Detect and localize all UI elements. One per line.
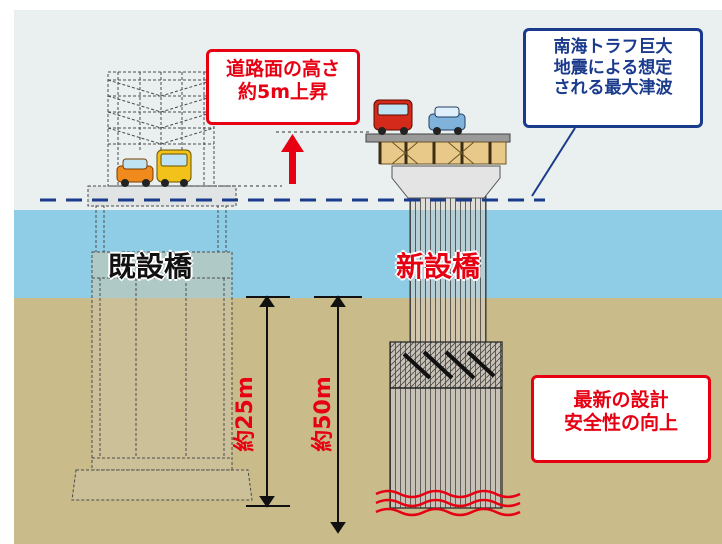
tsunami-line2: 地震による想定 [553,57,673,78]
orange-car-icon [116,158,154,187]
tsunami-line1: 南海トラフ巨大 [553,37,673,57]
design-line2: 安全性の向上 [563,412,678,435]
tsunami-pointer [531,127,576,197]
road-height-callout: 道路面の高さ 約5m上昇 [206,49,360,125]
new-depth-label: 約50m [311,376,336,452]
existing-bridge-label: 既設橋 [108,250,193,283]
existing-depth-label: 約25m [233,376,258,452]
design-line1: 最新の設計 [573,389,669,411]
red-truck-icon [373,99,413,135]
yellow-bus-icon [156,149,192,187]
depth-arrow-new [314,295,362,534]
design-safety-callout: 最新の設計 安全性の向上 [531,375,711,463]
new-bridge [365,133,511,509]
new-pile-upper [409,191,487,343]
blue-car-icon [428,106,466,135]
new-bridge-label: 新設橋 [396,250,481,283]
road-height-line1: 道路面の高さ [225,58,340,80]
tsunami-line3: される最大津波 [553,78,673,99]
pile-continuation-wave [375,489,521,517]
depth-arrow-existing [246,295,290,508]
tsunami-callout: 南海トラフ巨大 地震による想定 される最大津波 [523,28,703,128]
road-height-line2: 約5m上昇 [237,81,329,104]
up-arrow-icon [281,134,304,184]
